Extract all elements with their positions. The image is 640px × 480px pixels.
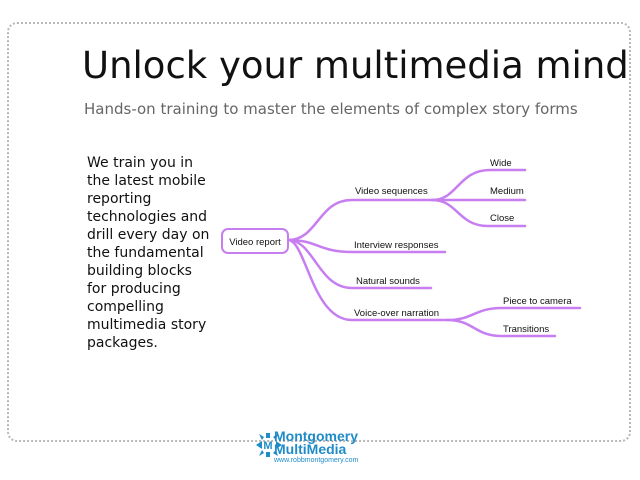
logo-mark-icon: M — [256, 433, 282, 457]
logo-wordmark: Montgomery MultiMedia — [274, 428, 358, 457]
body-line: for producing — [87, 281, 181, 297]
body-line: drill every day on — [87, 227, 210, 243]
node-label-close: Close — [490, 213, 514, 224]
node-label-wide: Wide — [490, 158, 512, 169]
body-line: building blocks — [87, 263, 192, 279]
body-line: packages. — [87, 335, 158, 351]
logo-line-1: Montgomery — [274, 428, 358, 444]
root-node-box — [221, 228, 289, 254]
body-line: We train you in — [87, 155, 194, 171]
logo-line-2: MultiMedia — [274, 441, 347, 457]
node-label-voice-over-narration: Voice-over narration — [354, 308, 439, 319]
body-line: the latest mobile — [87, 173, 206, 189]
branch-line-close — [430, 198, 527, 228]
body-line: reporting — [87, 191, 152, 207]
node-label-interview-responses: Interview responses — [354, 240, 439, 251]
branch-line-natural-sounds — [286, 238, 433, 290]
logo-letter: M — [263, 440, 272, 452]
mind-map-labels: Video sequences Interview responses Natu… — [354, 158, 572, 335]
node-label-transitions: Transitions — [503, 324, 549, 335]
root-node-label: Video report — [229, 237, 281, 248]
body-text: We train you in the latest mobile report… — [87, 154, 239, 352]
body-line: multimedia story — [87, 317, 207, 333]
branch-line-interview-responses — [286, 238, 447, 254]
branch-line-transitions — [445, 318, 557, 338]
node-label-natural-sounds: Natural sounds — [356, 276, 420, 287]
slide-frame — [7, 22, 631, 442]
node-label-medium: Medium — [490, 186, 524, 197]
body-line: technologies and — [87, 209, 208, 225]
logo-url: www.robbmontgomery.com — [274, 457, 359, 464]
node-label-video-sequences: Video sequences — [355, 186, 428, 197]
slide-title: Unlock your multimedia mind — [82, 44, 629, 87]
node-label-piece-to-camera: Piece to camera — [503, 296, 572, 307]
body-line: compelling — [87, 299, 164, 315]
branch-line-video-sequences — [286, 198, 434, 242]
body-line: the fundamental — [87, 245, 204, 261]
mind-map-branches — [286, 168, 582, 338]
branch-line-voice-over-narration — [286, 238, 449, 322]
slide-subtitle: Hands-on training to master the elements… — [84, 100, 578, 118]
branch-line-piece-to-camera — [445, 306, 582, 322]
